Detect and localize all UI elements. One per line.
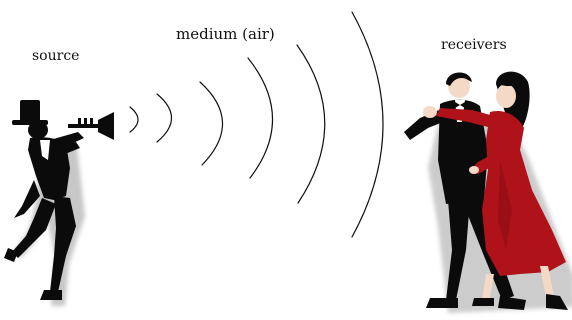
sound-wave-3 (199, 81, 224, 166)
medium-label: medium (air) (176, 25, 275, 43)
sound-waves (129, 11, 384, 238)
sound-wave-5 (296, 44, 326, 204)
sound-wave-2 (156, 93, 172, 143)
sound-wave-1 (129, 106, 139, 133)
receivers-label: receivers (441, 37, 507, 53)
source-label: source (32, 48, 80, 64)
sound-wave-6 (351, 11, 384, 238)
trumpet-player-icon (4, 100, 114, 306)
dancing-couple-icon (404, 71, 572, 313)
sound-wave-4 (247, 57, 274, 179)
